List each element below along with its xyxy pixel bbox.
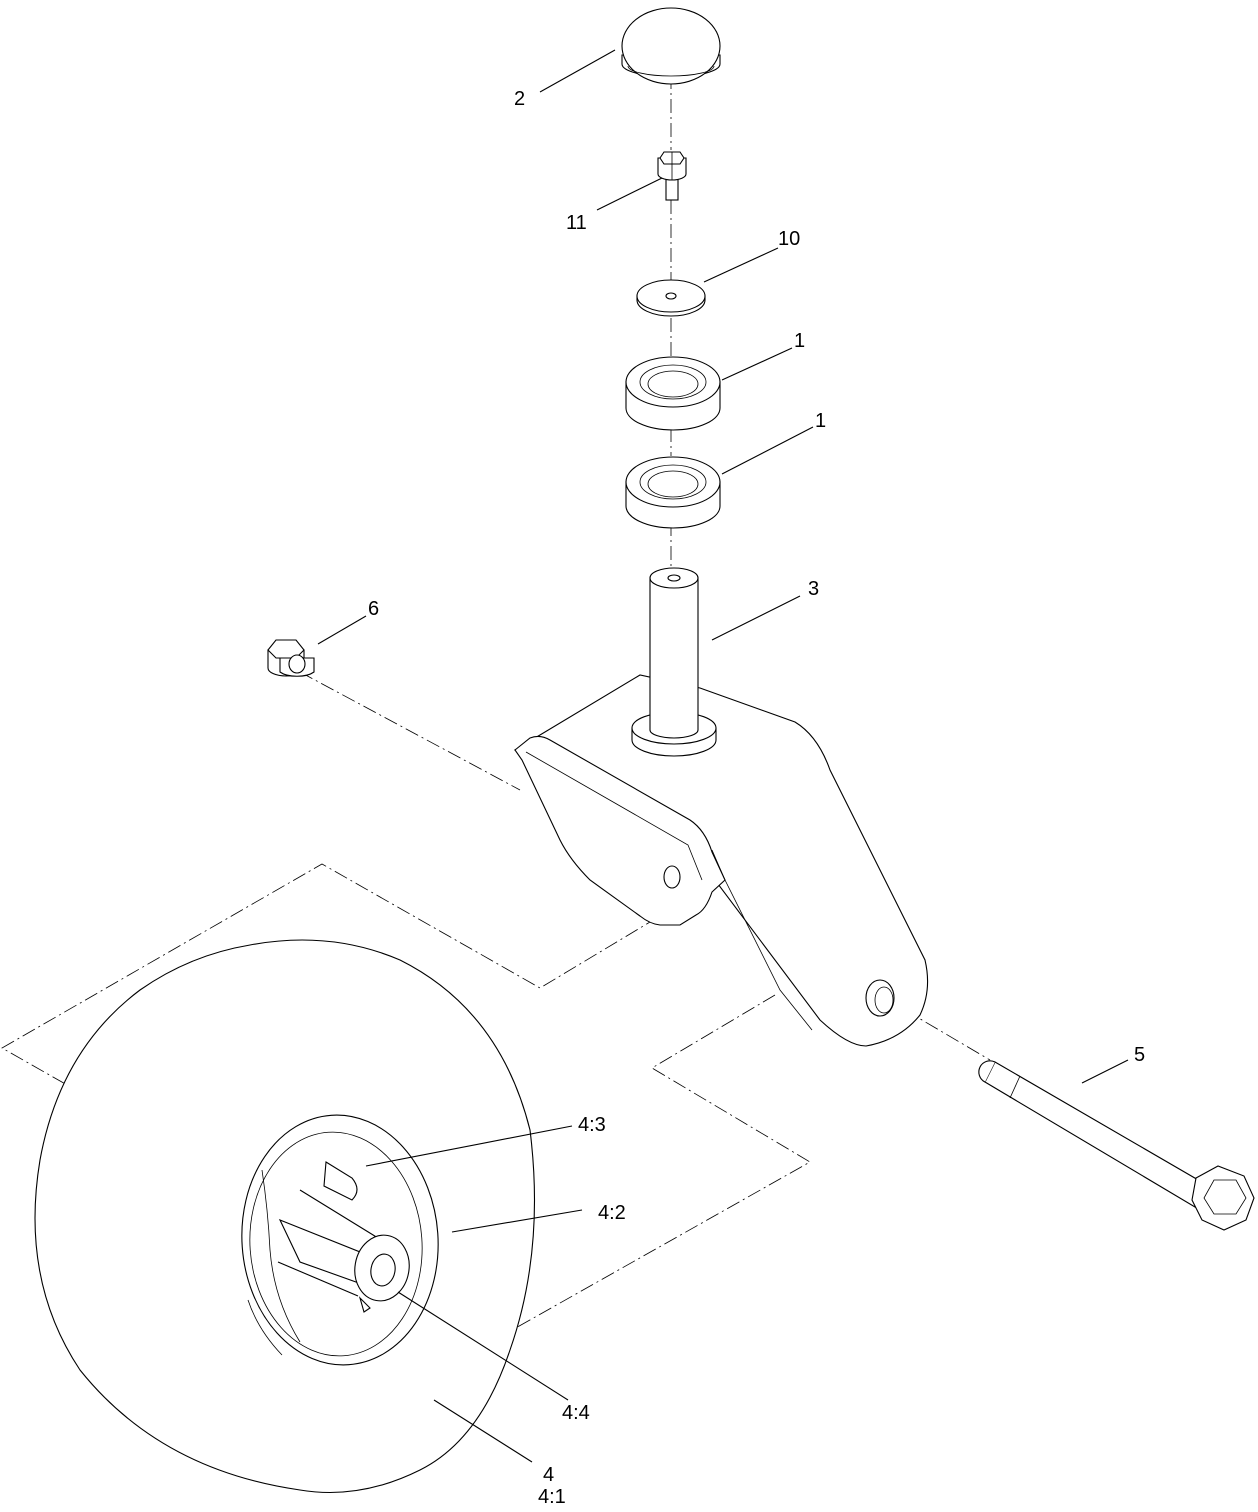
bearing-lower-part: [625, 456, 721, 529]
callout-tire: 4:1: [538, 1486, 566, 1508]
wheel-assembly-part: [34, 939, 535, 1494]
callout-axle-bolt: 5: [1134, 1044, 1146, 1066]
bolt-part: [657, 151, 687, 201]
callout-nut: 6: [368, 598, 380, 620]
bearing-upper-part: [625, 356, 721, 431]
callout-washer: 10: [778, 228, 801, 250]
callout-fork: 3: [808, 578, 820, 600]
callout-bolt: 11: [566, 212, 587, 234]
cap-part: [621, 7, 721, 85]
washer-part: [636, 279, 706, 317]
leader-lines: [317, 49, 1129, 1463]
callout-bearing-lower: 1: [815, 410, 827, 432]
callout-cap: 2: [514, 88, 526, 110]
nut-part: [267, 639, 315, 677]
callout-bushing: 4:4: [562, 1402, 590, 1424]
callout-wheel-assembly: 4: [543, 1464, 555, 1486]
fork-part: [513, 567, 929, 1047]
callout-rim: 4:2: [598, 1202, 626, 1224]
axle-bolt-part: [978, 1060, 1255, 1231]
callout-spacer: 4:3: [578, 1114, 606, 1136]
assembly-centerlines: [1, 75, 991, 1339]
callout-bearing-upper: 1: [794, 330, 806, 352]
